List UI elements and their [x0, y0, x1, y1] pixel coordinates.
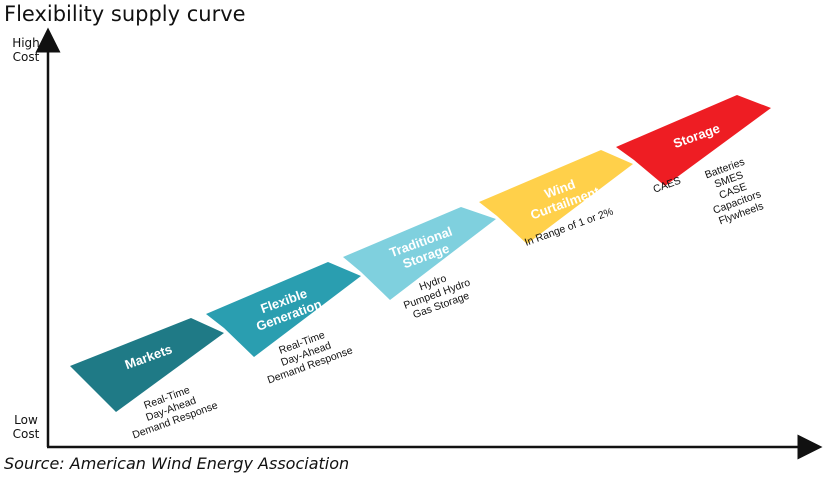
- chevron-group: [70, 95, 771, 412]
- y-axis-low-line-1: Low: [14, 413, 38, 427]
- chart-title: Flexibility supply curve: [4, 2, 246, 26]
- chevron-storage: [616, 95, 771, 186]
- y-axis-low-line-2: Cost: [12, 427, 40, 441]
- chevron-flexible-generation: [206, 262, 361, 357]
- y-axis-high-line-1: High: [12, 36, 40, 50]
- y-axis-high-line-2: Cost: [12, 50, 40, 64]
- y-axis-high-label: High Cost: [6, 36, 46, 64]
- source-caption: Source: American Wind Energy Association: [4, 454, 350, 473]
- chevron-markets: [70, 318, 224, 412]
- chevron-wind-curtailment: [479, 150, 633, 244]
- storage-details-list: Batteries SMES CASE Capacitors Flywheels: [703, 156, 765, 227]
- chevron-traditional-storage: [343, 207, 496, 300]
- y-axis-low-label: Low Cost: [6, 413, 46, 441]
